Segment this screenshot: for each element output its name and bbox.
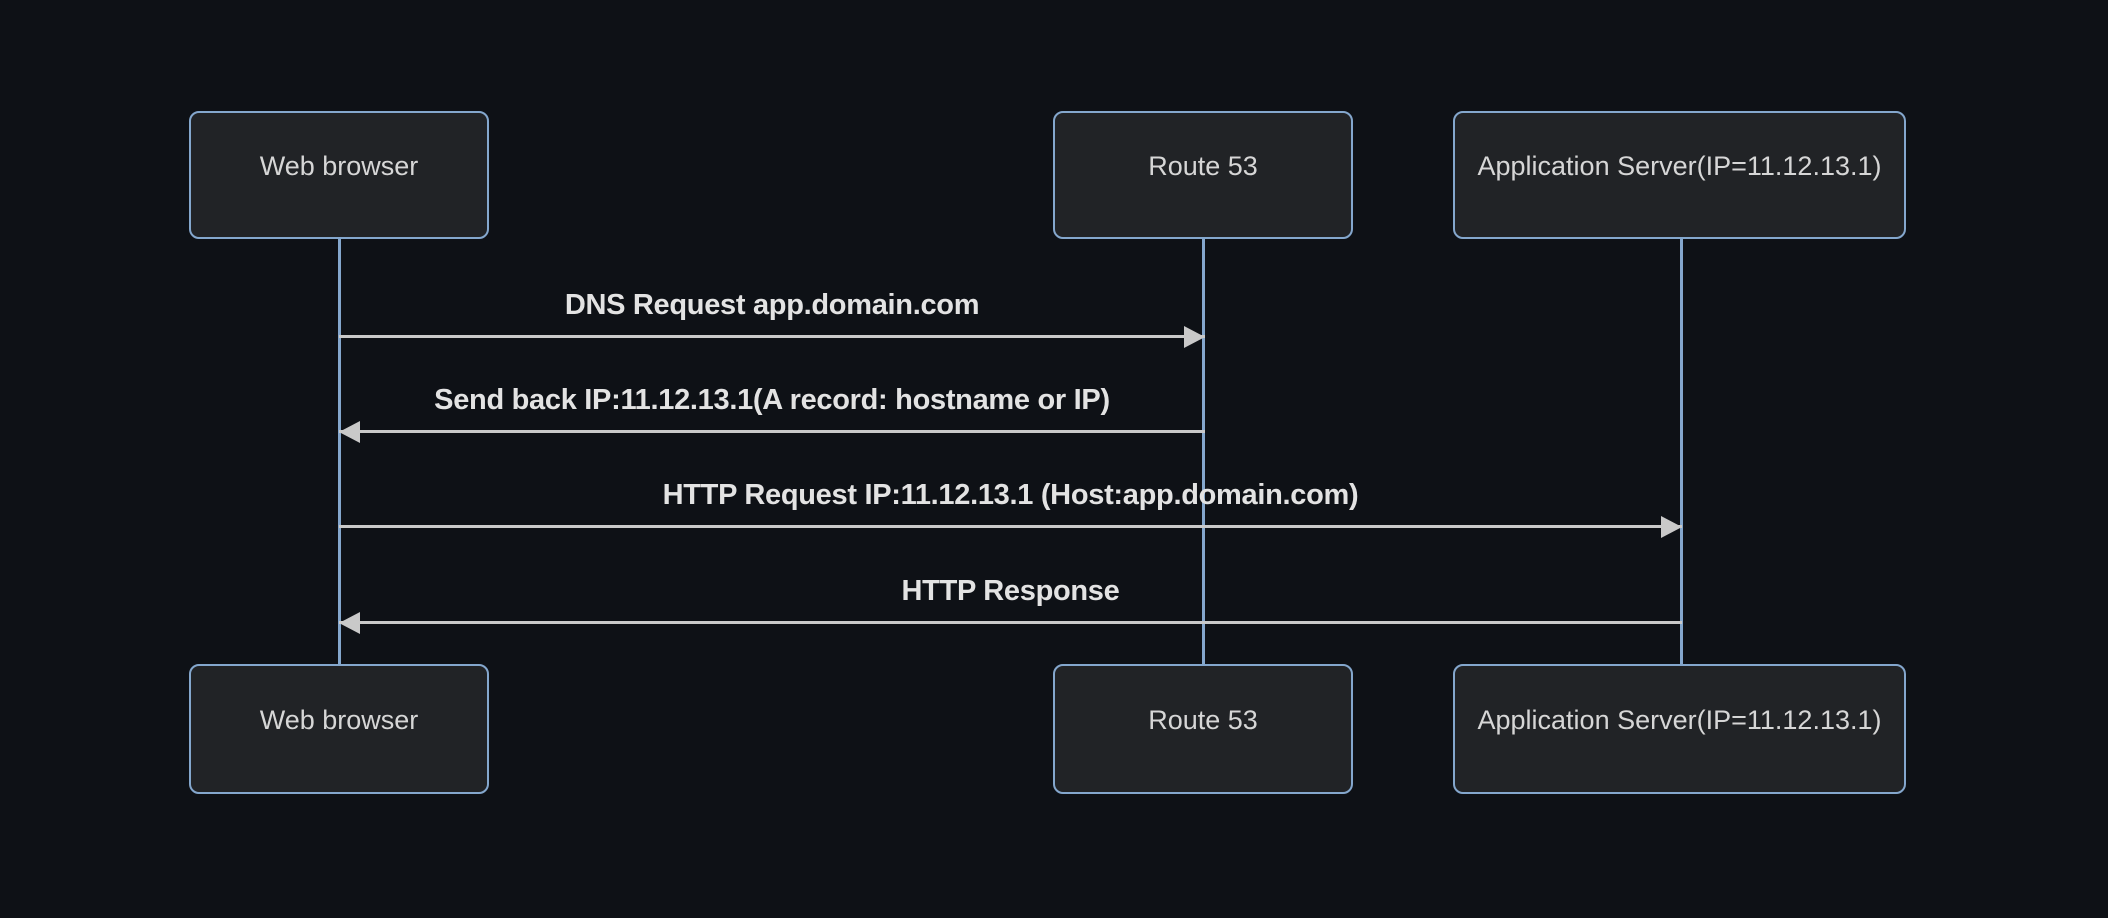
actor-label-web-browser: Web browser <box>259 150 419 181</box>
message-dns-response: Send back IP:11.12.13.1(A record: hostna… <box>339 384 1205 443</box>
arrow-right-icon <box>1661 515 1682 538</box>
actor-box-app-server-top: Application Server(IP=11.12.13.1) <box>1453 111 1906 239</box>
arrow-left-icon <box>339 611 360 634</box>
message-line <box>339 525 1682 528</box>
message-dns-request: DNS Request app.domain.com <box>339 289 1205 348</box>
actor-label-web-browser: Web browser <box>259 704 419 735</box>
actor-label-route-53: Route 53 <box>1148 150 1258 181</box>
actor-box-route-53-top: Route 53 <box>1053 111 1353 239</box>
message-label: DNS Request app.domain.com <box>564 288 980 321</box>
actor-box-route-53-bottom: Route 53 <box>1053 664 1353 794</box>
actor-label-route-53: Route 53 <box>1148 704 1258 735</box>
arrow-left-icon <box>339 420 360 443</box>
actor-label-app-server: Application Server(IP=11.12.13.1) <box>1477 704 1882 735</box>
actor-box-app-server-bottom: Application Server(IP=11.12.13.1) <box>1453 664 1906 794</box>
message-line <box>339 621 1682 624</box>
message-label: HTTP Request IP:11.12.13.1 (Host:app.dom… <box>662 478 1359 511</box>
message-line <box>339 335 1205 338</box>
message-http-request: HTTP Request IP:11.12.13.1 (Host:app.dom… <box>339 479 1682 538</box>
lifeline-app-server <box>1680 239 1683 666</box>
actor-box-web-browser-top: Web browser <box>189 111 489 239</box>
actor-label-app-server: Application Server(IP=11.12.13.1) <box>1477 150 1882 181</box>
message-http-response: HTTP Response <box>339 575 1682 634</box>
message-line <box>339 430 1205 433</box>
lifeline-route-53 <box>1202 239 1205 666</box>
lifeline-web-browser <box>338 239 341 666</box>
arrow-right-icon <box>1184 325 1205 348</box>
message-label: Send back IP:11.12.13.1(A record: hostna… <box>434 383 1110 416</box>
message-label: HTTP Response <box>901 574 1120 607</box>
actor-box-web-browser-bottom: Web browser <box>189 664 489 794</box>
